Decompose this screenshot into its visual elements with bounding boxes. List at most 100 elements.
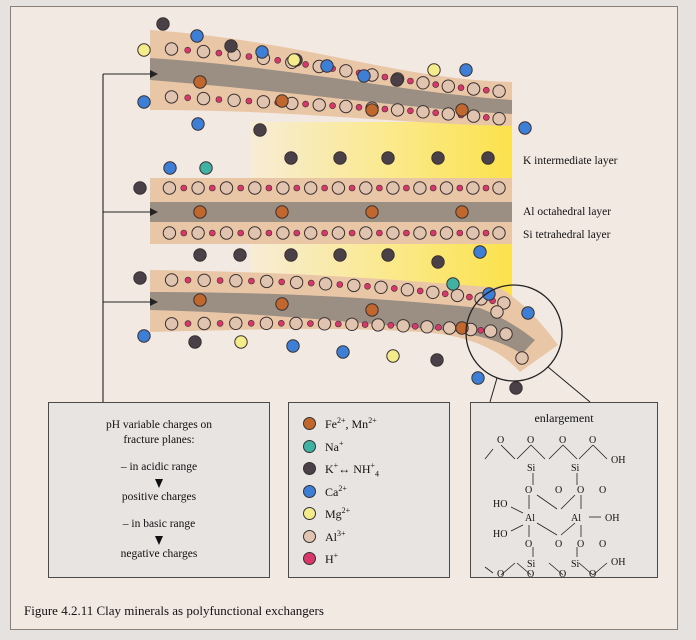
surface-ion	[471, 371, 485, 385]
h-ion	[307, 320, 314, 327]
al-ion	[492, 84, 506, 98]
al-ion	[276, 181, 290, 195]
fe-ion	[455, 205, 469, 219]
al-ion	[191, 181, 205, 195]
h-ion	[180, 229, 188, 237]
fe-ion	[365, 103, 379, 117]
h-ion	[184, 276, 192, 284]
al-ion	[219, 226, 234, 240]
al-ion	[483, 324, 498, 338]
ph-box-line1: pH variable charges on	[105, 419, 213, 431]
surface-ion	[253, 123, 267, 137]
h-ion	[432, 109, 440, 117]
figure-caption: Figure 4.2.11 Clay minerals as polyfunct…	[24, 603, 324, 618]
h-ion	[429, 184, 437, 192]
k-ion	[333, 151, 347, 165]
h-ion	[237, 184, 244, 192]
h-ion	[348, 229, 356, 237]
ph-charges-box: pH variable charges on fracture planes: …	[48, 402, 270, 578]
surface-ion	[521, 306, 535, 320]
enl-si: Si	[527, 559, 536, 570]
surface-ion	[133, 181, 147, 195]
h-ion	[215, 49, 223, 57]
surface-ion	[518, 121, 532, 135]
h-ion	[245, 97, 253, 105]
al-ion	[318, 277, 333, 291]
fe-ion	[275, 297, 289, 311]
surface-ion	[390, 73, 404, 87]
h-ion	[216, 320, 224, 327]
ph-box-line2: fracture planes:	[123, 434, 195, 446]
h-ion	[348, 184, 356, 192]
surface-ion	[137, 43, 151, 57]
enl-o: O	[497, 435, 504, 446]
h-ion	[321, 184, 328, 192]
h-ion	[407, 77, 414, 85]
al-ion	[466, 181, 480, 195]
al-ion	[331, 181, 346, 195]
enl-al: Al	[525, 513, 535, 524]
legend-swatch-ca	[303, 484, 316, 498]
h-ion	[184, 320, 192, 327]
enl-oh: OH	[605, 513, 619, 524]
h-ion	[265, 184, 273, 192]
al-ion	[227, 93, 241, 108]
k-ion	[233, 248, 247, 262]
legend-swatch-na	[303, 439, 316, 453]
al-ion	[164, 317, 179, 331]
h-ion	[477, 326, 485, 334]
al-ion	[229, 274, 243, 288]
surface-ion	[386, 349, 400, 363]
enl-o: O	[525, 485, 532, 496]
h-ion	[277, 319, 285, 327]
h-ion	[209, 184, 216, 192]
legend-label-fe_mn: Fe2+, Mn2+	[325, 416, 377, 431]
k-ion	[431, 151, 445, 165]
ph-box-negative: negative charges	[120, 548, 198, 560]
surface-ion	[137, 329, 151, 343]
enlargement-structure: O O O O OH Si Si O O O O HO Al Al OH HO …	[484, 435, 625, 579]
al-ion	[466, 109, 481, 123]
k-ion	[381, 151, 395, 165]
h-ion	[364, 282, 371, 290]
al-ion	[164, 90, 179, 104]
al-ion	[442, 321, 457, 335]
legend-label-al: Al3+	[325, 528, 346, 544]
h-ion	[407, 107, 414, 115]
al-ion	[219, 181, 234, 195]
al-ion	[259, 316, 274, 330]
h-ion	[355, 104, 363, 111]
al-ion	[162, 226, 177, 240]
enl-si: Si	[571, 559, 580, 570]
al-ion	[416, 76, 430, 90]
enl-o: O	[577, 485, 584, 496]
h-ion	[247, 319, 255, 327]
legend-swatch-h	[303, 552, 316, 565]
surface-ion	[234, 335, 248, 349]
al-ion	[359, 181, 373, 195]
surface-ion	[446, 277, 460, 291]
surface-ion	[163, 161, 177, 175]
h-ion	[381, 105, 389, 113]
enlargement-title: enlargement	[534, 411, 594, 425]
al-ion	[441, 107, 455, 121]
h-ion	[307, 279, 315, 287]
k-ion	[193, 248, 207, 262]
al-ion	[466, 226, 480, 240]
enl-o: O	[559, 435, 566, 446]
al-ion	[191, 226, 205, 240]
surface-ion	[255, 45, 269, 59]
h-ion	[274, 56, 282, 64]
al-ion	[276, 226, 290, 240]
al-ion	[304, 226, 318, 240]
al-ion	[229, 316, 243, 330]
legend-swatch-k_nh4	[303, 462, 316, 475]
h-ion	[215, 96, 223, 103]
fe-ion	[455, 103, 469, 117]
h-ion	[237, 229, 244, 237]
al-ion	[197, 316, 211, 331]
magnifier-line-left	[489, 377, 498, 403]
